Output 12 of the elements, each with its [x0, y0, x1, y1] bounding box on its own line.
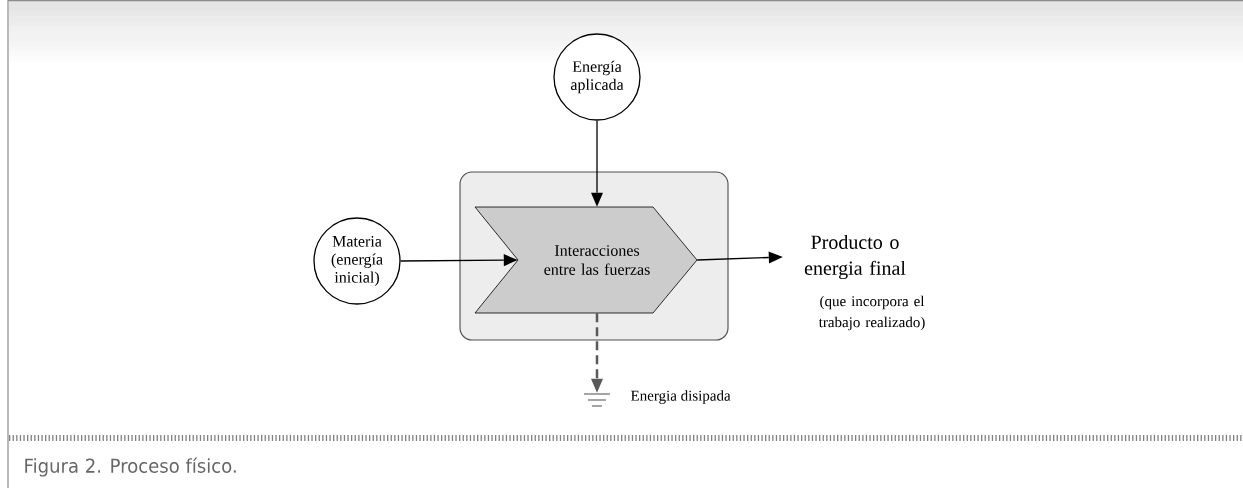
arrow: [591, 120, 603, 207]
process-chevron: Interacciones entre las fuerzas: [474, 206, 698, 314]
arrow: [696, 251, 783, 264]
output-label: Producto o energia final: [804, 234, 906, 280]
arrow: [400, 254, 518, 267]
side-note: Energia disipada: [631, 390, 731, 404]
caption: Figura 2. Proceso físico.: [25, 457, 236, 477]
circle-node: Materia (energía inicial): [313, 217, 401, 305]
arrow: [591, 313, 603, 393]
circle-node: Energía aplicada: [553, 33, 641, 121]
ground-symbol: [583, 393, 611, 407]
side-note: (que incorpora el trabajo realizado): [818, 295, 925, 331]
